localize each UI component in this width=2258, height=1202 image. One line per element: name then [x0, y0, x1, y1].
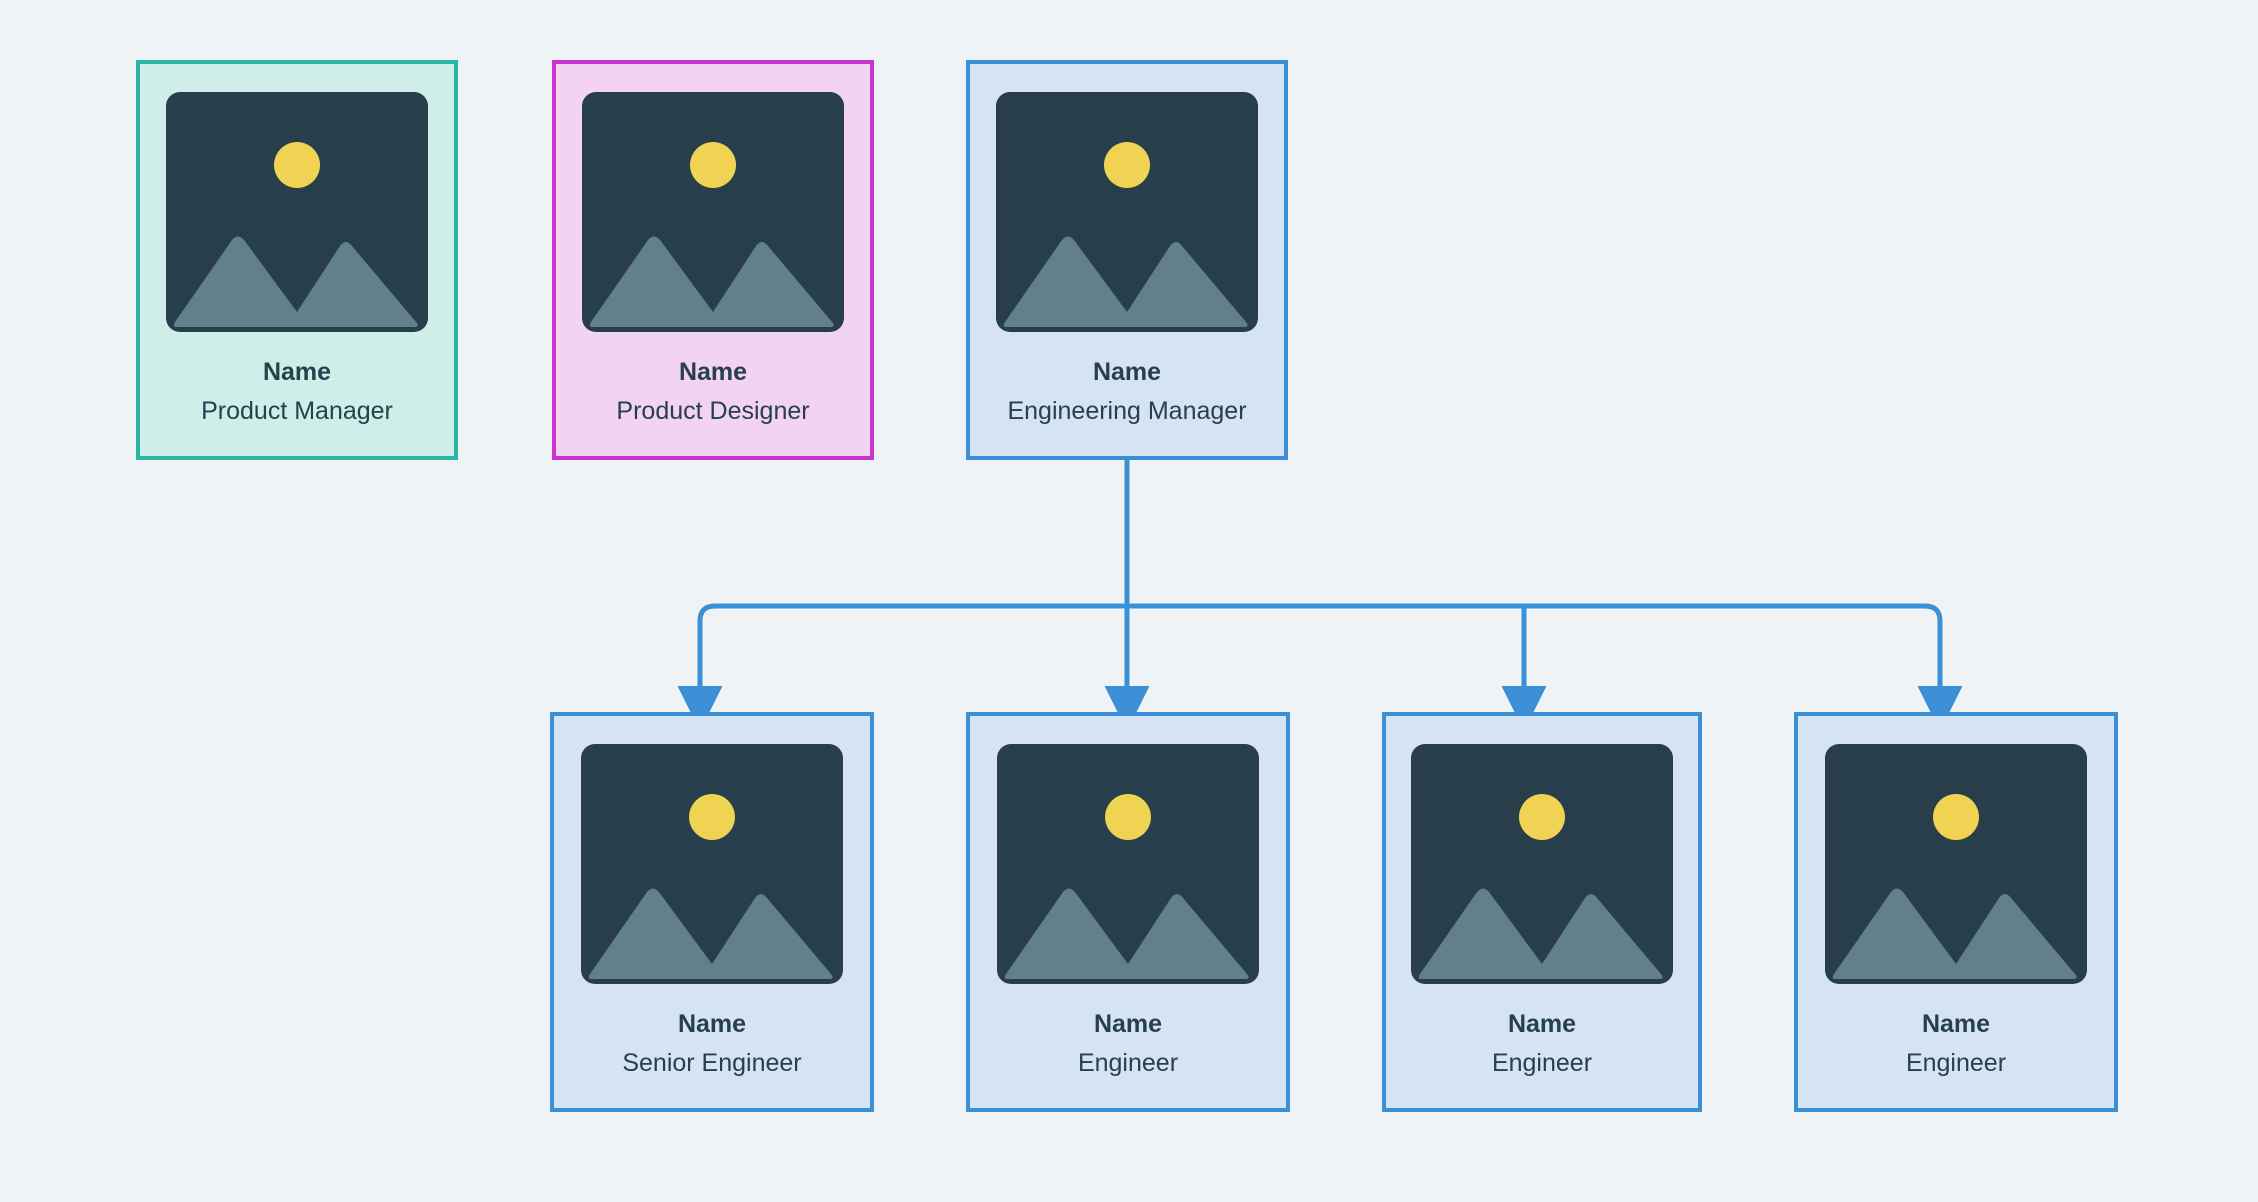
card-role: Product Manager: [201, 397, 393, 425]
mountain-icon: [173, 236, 418, 327]
card-text-block: Name Engineer: [1492, 1012, 1592, 1076]
card-role: Engineer: [1491, 1049, 1593, 1077]
sun-icon: [689, 794, 735, 840]
card-role: Product Designer: [616, 397, 810, 425]
mountain-icon: [589, 236, 834, 327]
card-engineer-1[interactable]: Name Engineer: [966, 712, 1290, 1112]
photo-placeholder: [166, 92, 428, 332]
card-role: Engineering Manager: [1007, 397, 1247, 425]
card-role: Engineer: [1905, 1049, 2007, 1077]
photo-placeholder: [1411, 744, 1673, 984]
sun-icon: [1104, 142, 1150, 188]
card-engineering-manager[interactable]: Name Engineering Manager: [966, 60, 1288, 460]
card-text-block: Name Engineer: [1078, 1012, 1178, 1076]
mountain-icon: [1418, 888, 1663, 979]
sun-icon: [1933, 794, 1979, 840]
sun-icon: [1105, 794, 1151, 840]
sun-icon: [690, 142, 736, 188]
mountain-icon: [1003, 236, 1248, 327]
photo-placeholder: [582, 92, 844, 332]
card-text-block: Name Engineering Manager: [1007, 360, 1246, 424]
card-text-block: Name Engineer: [1906, 1012, 2006, 1076]
sun-icon: [274, 142, 320, 188]
card-text-block: Name Product Manager: [201, 360, 393, 424]
card-name: Name: [1507, 1010, 1577, 1038]
photo-placeholder: [1825, 744, 2087, 984]
card-product-manager[interactable]: Name Product Manager: [136, 60, 458, 460]
mountain-icon: [588, 888, 833, 979]
mountain-icon: [1832, 888, 2077, 979]
card-text-block: Name Senior Engineer: [622, 1012, 801, 1076]
mountain-icon: [1004, 888, 1249, 979]
card-role: Senior Engineer: [622, 1049, 802, 1077]
card-name: Name: [677, 1010, 747, 1038]
card-text-block: Name Product Designer: [616, 360, 809, 424]
card-engineer-3[interactable]: Name Engineer: [1794, 712, 2118, 1112]
card-name: Name: [1093, 1010, 1163, 1038]
card-senior-engineer[interactable]: Name Senior Engineer: [550, 712, 874, 1112]
sun-icon: [1519, 794, 1565, 840]
card-name: Name: [262, 358, 332, 386]
card-role: Engineer: [1077, 1049, 1179, 1077]
card-product-designer[interactable]: Name Product Designer: [552, 60, 874, 460]
card-engineer-2[interactable]: Name Engineer: [1382, 712, 1702, 1112]
photo-placeholder: [996, 92, 1258, 332]
photo-placeholder: [997, 744, 1259, 984]
connector-bus: [697, 603, 1963, 731]
card-name: Name: [1092, 358, 1162, 386]
photo-placeholder: [581, 744, 843, 984]
card-name: Name: [678, 358, 748, 386]
card-name: Name: [1921, 1010, 1991, 1038]
